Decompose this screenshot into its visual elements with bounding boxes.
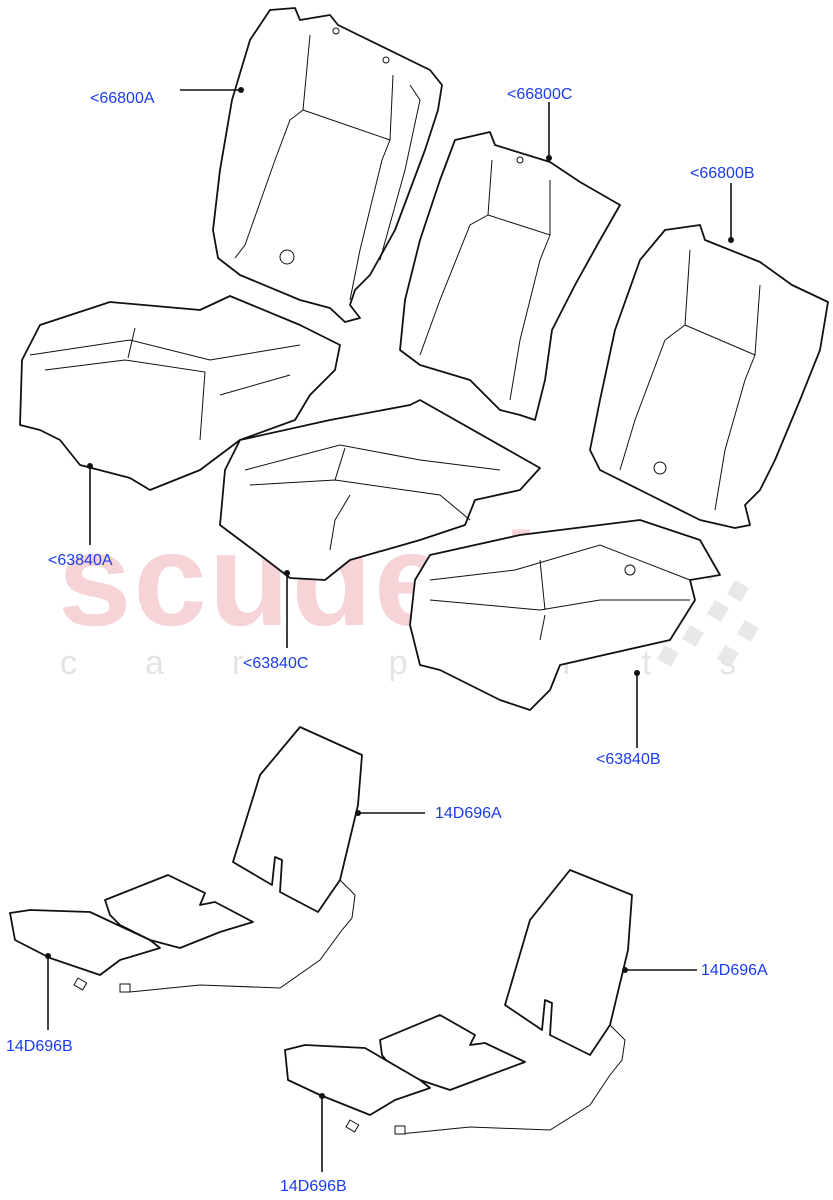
callout-14d696a-upper[interactable]: 14D696A [435,805,502,822]
callout-66800c[interactable]: <66800C [507,86,573,103]
callout-66800a[interactable]: <66800A [90,90,155,107]
callout-66800b[interactable]: <66800B [690,165,755,182]
seat-back-frame-a [212,7,443,323]
seat-cushion-b [409,519,721,711]
callout-14d696a-lower[interactable]: 14D696A [701,962,768,979]
callout-63840a[interactable]: <63840A [48,552,113,569]
seat-back-frame-b [589,224,829,529]
callout-14d696b-lower[interactable]: 14D696B [280,1178,347,1195]
checkered-flag-icon [657,560,759,667]
seat-cushion-a [19,295,341,491]
callout-63840b[interactable]: <63840B [596,751,661,768]
callout-14d696b-upper[interactable]: 14D696B [6,1038,73,1055]
callout-63840c[interactable]: <63840C [243,655,309,672]
heater-mat-assembly-upper [9,726,363,993]
seat-cushion-c [219,399,541,581]
seat-back-frame-c [399,131,621,421]
heater-mat-assembly-lower [284,869,633,1135]
leader-lines [45,87,734,1172]
